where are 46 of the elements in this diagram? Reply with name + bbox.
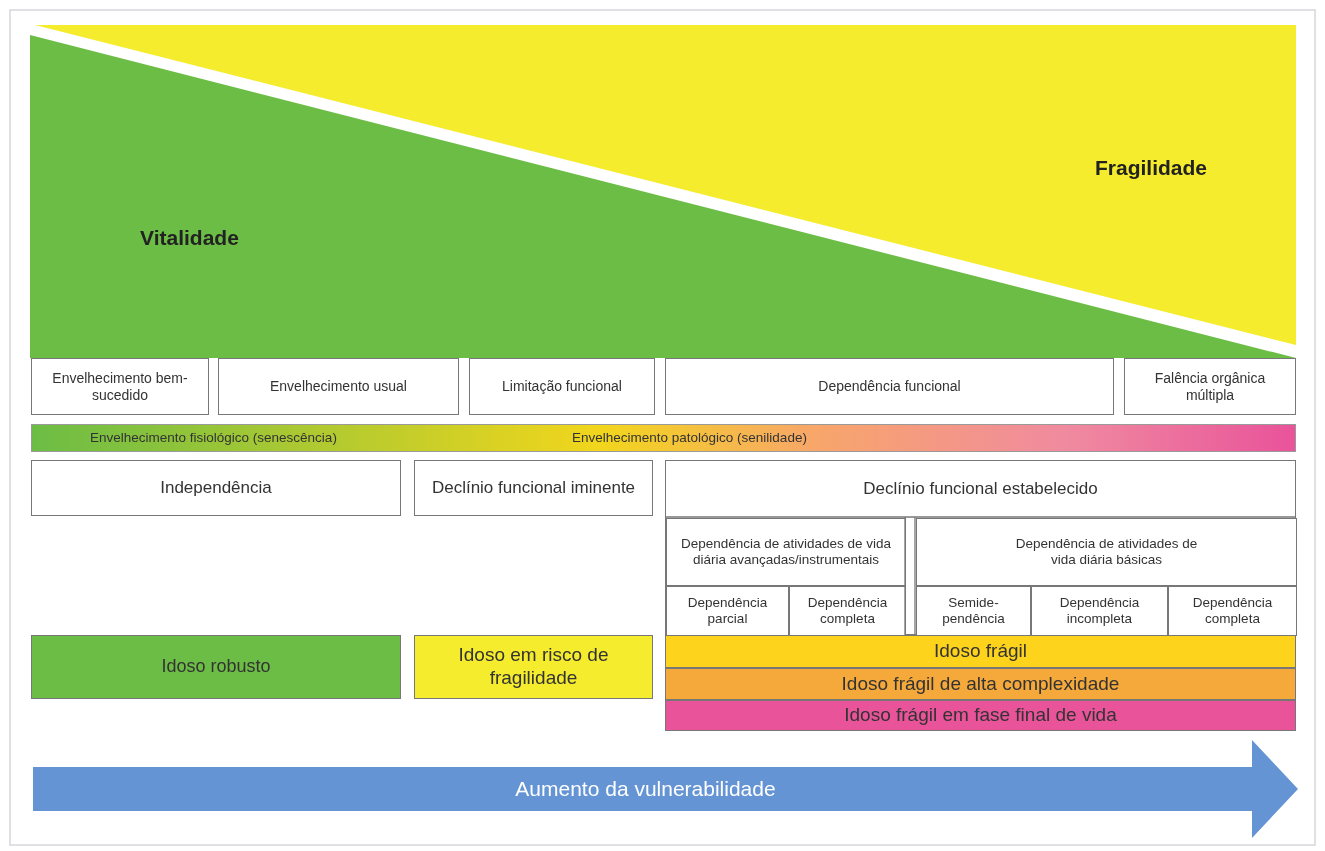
band-label: Envelhecimento patológico (senilidade)	[572, 430, 807, 447]
stage-label: Dependência completa	[1191, 594, 1274, 628]
category-label: Idoso frágil	[933, 640, 1028, 663]
stage-label: Dependência completa	[806, 594, 889, 628]
stage-panel	[665, 460, 1296, 635]
category-bar	[414, 635, 653, 699]
stage-box	[666, 586, 789, 636]
stage-box	[469, 358, 655, 415]
gradient-band	[31, 424, 1296, 452]
stage-label: Semide- pendência	[941, 594, 1006, 628]
stage-box	[414, 460, 653, 516]
stage-label: Dependência incompleta	[1058, 594, 1141, 628]
category-label: Idoso em risco de fragilidade	[457, 644, 610, 690]
stage-box	[1031, 586, 1168, 636]
stage-box	[31, 460, 401, 516]
stage-box	[916, 518, 1297, 586]
arrow-label: Aumento da vulnerabilidade	[515, 776, 776, 802]
band-label: Envelhecimento fisiológico (senescência)	[90, 430, 337, 447]
stage-box	[1168, 586, 1297, 636]
category-bar	[665, 635, 1296, 668]
category-bar	[665, 700, 1296, 731]
category-label: Idoso frágil em fase final de vida	[843, 704, 1118, 727]
area-title: Fragilidade	[1095, 155, 1208, 181]
stage-box	[665, 358, 1114, 415]
stage-label: Envelhecimento bem-sucedido	[51, 369, 189, 404]
category-bar	[31, 635, 401, 699]
stage-box	[31, 358, 209, 415]
stage-label: Limitação funcional	[501, 378, 623, 395]
stage-label: Dependência parcial	[686, 594, 769, 628]
stage-box	[916, 586, 1031, 636]
stage-label: Falência orgânica múltipla	[1153, 369, 1267, 404]
stage-label: Declínio funcional estabelecido	[862, 479, 1099, 500]
stage-box	[789, 586, 906, 636]
stage-label: Dependência de atividades de vida diária avançadas/instrumentais	[679, 535, 893, 569]
area-title: Vitalidade	[140, 225, 239, 251]
stage-label: Dependência de atividades de vida diária básicas	[1014, 535, 1199, 569]
category-bar	[665, 668, 1296, 700]
stage-label: Independência	[159, 477, 273, 499]
category-label: Idoso robusto	[160, 656, 272, 678]
category-label: Idoso frágil de alta complexidade	[840, 672, 1121, 696]
stage-box	[666, 518, 906, 586]
stage-label: Declínio funcional iminente	[430, 477, 637, 499]
stage-box	[1124, 358, 1296, 415]
stage-label: Dependência funcional	[817, 378, 962, 395]
stage-label: Envelhecimento usual	[269, 378, 408, 395]
stage-box	[218, 358, 459, 415]
